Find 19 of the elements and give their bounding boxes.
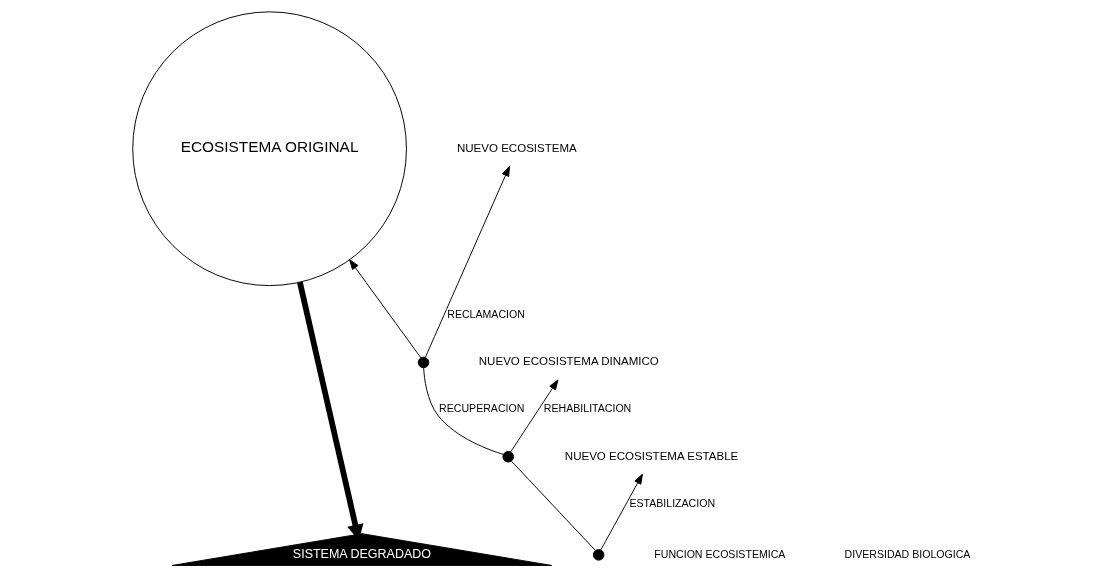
node-circle: [592, 549, 604, 561]
edge-label: REHABILITACION: [543, 402, 631, 415]
arrow: [424, 165, 510, 358]
node-circle: [417, 356, 429, 369]
node-text: NUEVO ECOSISTEMA: [456, 141, 577, 154]
arrow: [509, 379, 558, 453]
arrow: [599, 473, 643, 551]
label: DIVERSIDAD BIOLOGICA: [844, 547, 970, 560]
connector: [422, 367, 504, 455]
node-circle: ECOSISTEMA ORIGINAL: [131, 11, 407, 287]
connector: [510, 460, 596, 551]
node-text: NUEVO ECOSISTEMA ESTABLE: [564, 449, 738, 462]
arrow: [348, 259, 421, 359]
node-circle: [501, 450, 514, 463]
node-text: NUEVO ECOSISTEMA DINAMICO: [478, 355, 659, 368]
label: FUNCION ECOSISTEMICA: [653, 547, 785, 560]
edge-label: ESTABILIZACION: [628, 496, 715, 509]
edge-label: RECUPERACION: [438, 402, 524, 415]
edge-label: RECLAMACION: [446, 307, 525, 320]
